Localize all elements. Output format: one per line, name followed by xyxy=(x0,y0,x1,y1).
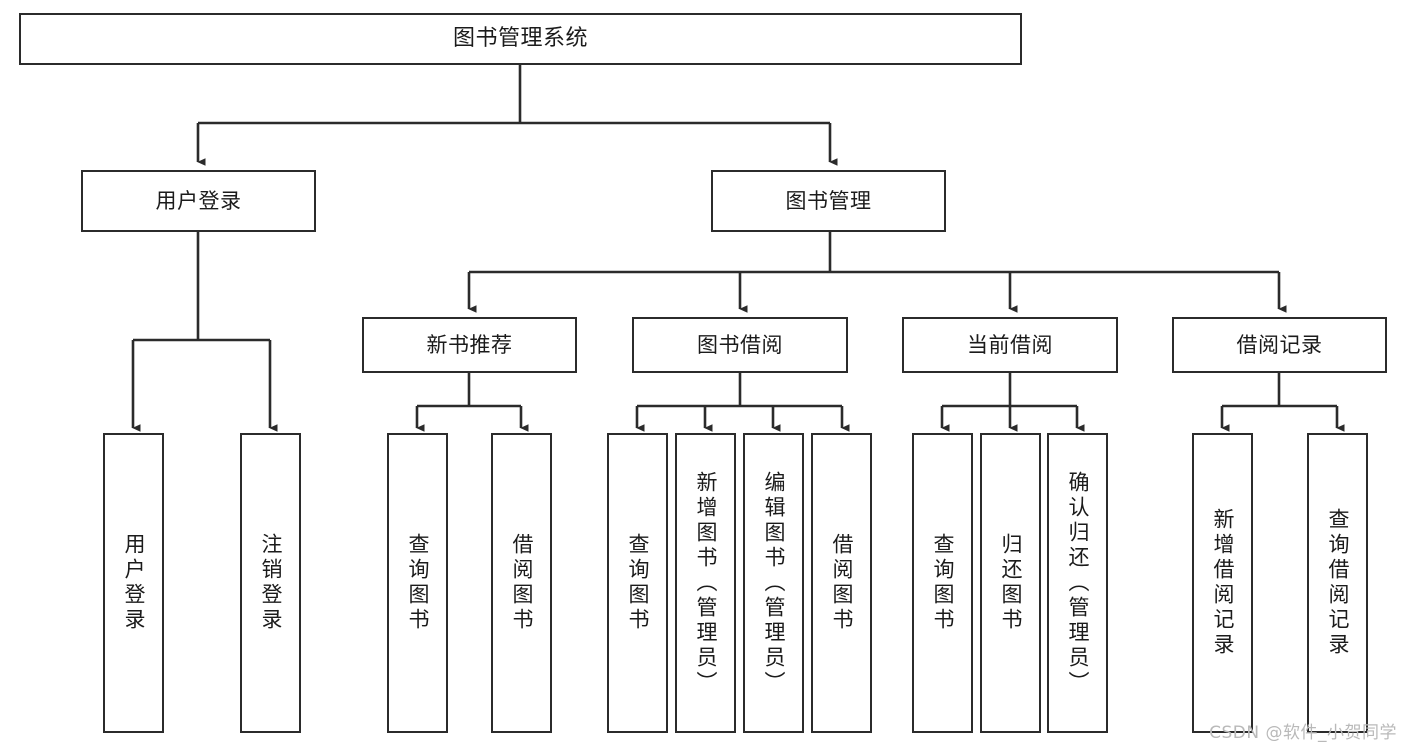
node-leaf-confirm-return-label: 确认归还（管理员） xyxy=(1066,470,1090,696)
node-leaf-logout[interactable]: 注销登录 xyxy=(240,433,301,733)
node-book-borrow[interactable]: 图书借阅 xyxy=(632,317,848,373)
node-current-borrow[interactable]: 当前借阅 xyxy=(902,317,1118,373)
node-leaf-user-login-label: 用户登录 xyxy=(122,533,146,633)
node-borrow-record-label: 借阅记录 xyxy=(1236,332,1323,357)
node-new-book-recommend[interactable]: 新书推荐 xyxy=(362,317,577,373)
node-leaf-query-book-2[interactable]: 查询图书 xyxy=(607,433,668,733)
node-root[interactable]: 图书管理系统 xyxy=(19,13,1022,65)
node-book-manage[interactable]: 图书管理 xyxy=(711,170,946,232)
node-leaf-return-book[interactable]: 归还图书 xyxy=(980,433,1041,733)
watermark-text: CSDN @软件_小贺同学 xyxy=(1209,723,1397,743)
node-leaf-query-book-3[interactable]: 查询图书 xyxy=(912,433,973,733)
node-book-borrow-label: 图书借阅 xyxy=(697,332,783,357)
node-leaf-borrow-book-1-label: 借阅图书 xyxy=(510,533,534,633)
node-leaf-borrow-book-1[interactable]: 借阅图书 xyxy=(491,433,552,733)
node-user-login-label: 用户登录 xyxy=(155,188,242,213)
node-leaf-borrow-book-2[interactable]: 借阅图书 xyxy=(811,433,872,733)
node-leaf-query-record[interactable]: 查询借阅记录 xyxy=(1307,433,1368,733)
node-user-login[interactable]: 用户登录 xyxy=(81,170,316,232)
node-leaf-user-login[interactable]: 用户登录 xyxy=(103,433,164,733)
node-leaf-borrow-book-2-label: 借阅图书 xyxy=(830,533,854,633)
node-leaf-edit-book-label: 编辑图书（管理员） xyxy=(762,470,786,696)
node-leaf-add-book-label: 新增图书（管理员） xyxy=(694,470,718,696)
node-leaf-logout-label: 注销登录 xyxy=(259,533,283,633)
node-leaf-return-book-label: 归还图书 xyxy=(999,533,1023,633)
node-leaf-edit-book[interactable]: 编辑图书（管理员） xyxy=(743,433,804,733)
node-current-borrow-label: 当前借阅 xyxy=(967,332,1053,357)
node-leaf-query-book-2-label: 查询图书 xyxy=(626,533,650,633)
node-leaf-add-book[interactable]: 新增图书（管理员） xyxy=(675,433,736,733)
node-leaf-query-book-1[interactable]: 查询图书 xyxy=(387,433,448,733)
node-borrow-record[interactable]: 借阅记录 xyxy=(1172,317,1387,373)
node-new-book-recommend-label: 新书推荐 xyxy=(426,332,513,357)
node-leaf-add-record[interactable]: 新增借阅记录 xyxy=(1192,433,1253,733)
node-root-label: 图书管理系统 xyxy=(452,26,588,52)
node-book-manage-label: 图书管理 xyxy=(785,188,872,213)
node-leaf-query-book-1-label: 查询图书 xyxy=(406,533,430,633)
node-leaf-confirm-return[interactable]: 确认归还（管理员） xyxy=(1047,433,1108,733)
node-leaf-add-record-label: 新增借阅记录 xyxy=(1211,508,1235,658)
node-leaf-query-record-label: 查询借阅记录 xyxy=(1326,508,1350,658)
node-leaf-query-book-3-label: 查询图书 xyxy=(931,533,955,633)
